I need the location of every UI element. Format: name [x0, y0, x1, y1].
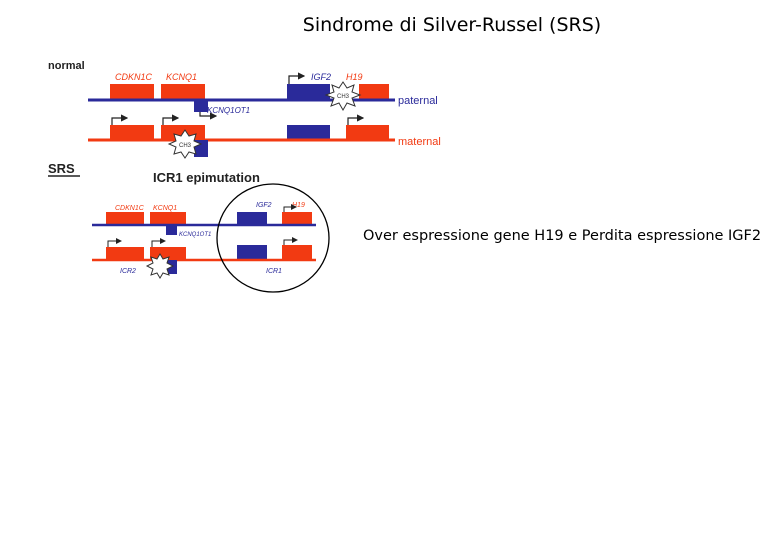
- gene-cdkn1c-box: [106, 212, 144, 226]
- transcription-arrow: [283, 204, 297, 212]
- icr2-label: ICR2: [120, 268, 136, 275]
- transcription-arrow: [283, 237, 298, 245]
- transcription-arrow: [162, 114, 180, 125]
- gene-cdkn1c-box: [110, 84, 154, 101]
- gene-cdkn1c-box: [106, 247, 144, 261]
- icr2-box: [194, 100, 208, 112]
- caption: Over espressione gene H19 e Perdita espr…: [363, 228, 762, 244]
- normal-paternal-allele: CH3 paternal KCNQ1OT1: [88, 72, 438, 120]
- normal-h19-label: H19: [346, 72, 363, 82]
- srs-igf2-label: IGF2: [256, 202, 272, 209]
- srs-h19-label: H19: [292, 202, 305, 209]
- srs-subheading: ICR1 epimutation: [153, 170, 260, 185]
- icr2-box: [166, 225, 177, 235]
- srs-maternal-allele: ICR2 ICR1: [92, 237, 316, 279]
- highlight-circle: [216, 183, 330, 293]
- gene-kcnq1-box: [161, 84, 205, 101]
- transcription-arrow: [288, 72, 306, 84]
- gene-igf2-box: [237, 212, 267, 226]
- gene-h19-box: [282, 245, 312, 261]
- maternal-label: maternal: [398, 136, 441, 148]
- srs-kcnq1-label: KCNQ1: [153, 205, 177, 212]
- normal-igf2-label: IGF2: [311, 72, 331, 82]
- normal-cdkn1c-label: CDKN1C: [115, 72, 153, 82]
- normal-kcnq1ot1-label: KCNQ1OT1: [207, 106, 250, 115]
- methyl-burst: [145, 253, 175, 279]
- gene-cdkn1c-box: [110, 125, 154, 141]
- normal-maternal-allele: CH3 maternal: [88, 114, 441, 159]
- gene-h19-box: [346, 125, 389, 141]
- gene-igf2-box: [287, 125, 330, 141]
- methyl-label: CH3: [179, 143, 192, 149]
- srs-heading: SRS: [48, 161, 75, 176]
- gene-igf2-box: [287, 84, 330, 101]
- icr1-label: ICR1: [266, 268, 282, 275]
- srs-cdkn1c-label: CDKN1C: [115, 205, 145, 212]
- gene-igf2-box: [237, 245, 267, 261]
- transcription-arrow: [107, 238, 122, 247]
- transcription-arrow: [111, 114, 129, 125]
- paternal-label: paternal: [398, 95, 438, 107]
- normal-kcnq1-label: KCNQ1: [166, 72, 197, 82]
- gene-h19-box: [282, 212, 312, 226]
- srs-kcnq1ot1-label: KCNQ1OT1: [179, 232, 211, 238]
- transcription-arrow: [347, 114, 365, 125]
- gene-kcnq1-box: [150, 212, 186, 226]
- normal-heading: normal: [48, 60, 85, 72]
- gene-h19-box: [359, 84, 389, 101]
- methyl-burst: [324, 81, 362, 112]
- srs-paternal-allele: KCNQ1OT1: [92, 204, 316, 238]
- methyl-label: CH3: [337, 94, 350, 100]
- transcription-arrow: [151, 238, 166, 247]
- slide-title: Sindrome di Silver-Russel (SRS): [302, 14, 602, 36]
- transcription-arrow: [199, 112, 218, 120]
- methyl-burst: [167, 129, 203, 159]
